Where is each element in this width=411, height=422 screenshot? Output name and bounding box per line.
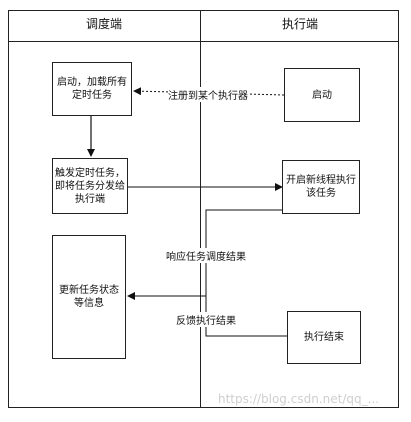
edge-feedback-path — [205, 296, 287, 337]
node-startup-load: 启动，加载所有定时任务 — [52, 62, 132, 116]
swimlane-frame — [8, 10, 399, 408]
node-exec-end: 执行结束 — [287, 311, 361, 364]
node-executor-start: 启动 — [284, 68, 360, 122]
lane-title-executor: 执行端 — [281, 17, 318, 31]
node-trigger-dispatch: 触发定时任务，即将任务分发给执行端 — [52, 158, 128, 214]
edge-label-register: 注册到某个执行器 — [168, 87, 248, 102]
node-update-status: 更新任务状态等信息 — [52, 235, 126, 359]
edge-label-feedback: 反馈执行结果 — [176, 312, 236, 327]
lane-title-scheduler: 调度端 — [85, 17, 122, 31]
node-new-thread: 开启新线程执行该任务 — [282, 160, 360, 214]
edge-register — [133, 87, 285, 96]
edge-label-respond: 响应任务调度结果 — [166, 248, 246, 263]
watermark: https://blog.csdn.net/qq_... — [218, 392, 380, 406]
